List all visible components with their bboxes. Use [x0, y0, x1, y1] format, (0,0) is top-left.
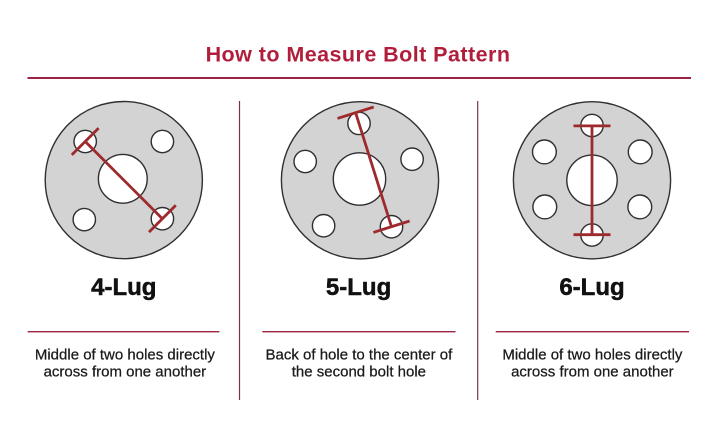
svg-text:across from one another: across from one another — [511, 364, 674, 381]
svg-text:5-Lug: 5-Lug — [326, 274, 391, 301]
svg-text:How to Measure Bolt Pattern: How to Measure Bolt Pattern — [206, 43, 511, 67]
svg-text:4-Lug: 4-Lug — [91, 274, 156, 301]
svg-text:Middle of two holes directly: Middle of two holes directly — [502, 347, 683, 364]
svg-text:6-Lug: 6-Lug — [559, 274, 624, 301]
svg-text:across from one another: across from one another — [44, 364, 207, 381]
svg-text:Back of hole to the center of: Back of hole to the center of — [266, 347, 454, 364]
svg-text:the second bolt hole: the second bolt hole — [292, 364, 426, 381]
svg-text:Middle of two holes directly: Middle of two holes directly — [35, 347, 216, 364]
